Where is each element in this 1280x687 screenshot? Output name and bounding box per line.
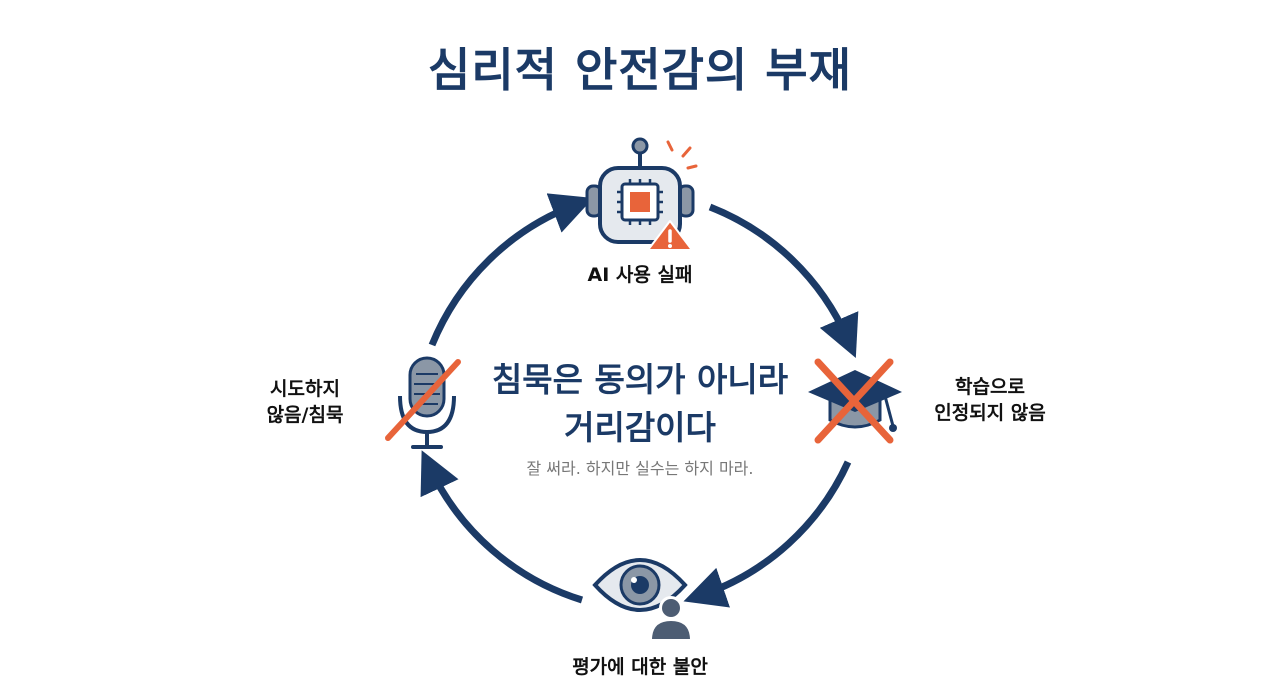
center-line2: 거리감이다 xyxy=(564,408,716,447)
node-right-line1: 학습으로 xyxy=(955,376,1025,398)
center-message: 침묵은 동의가 아니라 거리감이다 xyxy=(440,356,840,452)
eye-person-icon xyxy=(592,558,693,641)
node-left-line1: 시도하지 xyxy=(270,378,340,400)
center-line1: 침묵은 동의가 아니라 xyxy=(491,360,789,399)
node-top-label: AI 사용 실패 xyxy=(587,264,693,286)
graduation-cap-crossed-icon xyxy=(808,358,902,444)
node-right-label: 학습으로 인정되지 않음 xyxy=(915,374,1065,426)
node-right-line2: 인정되지 않음 xyxy=(934,402,1046,424)
robot-warning-icon xyxy=(585,137,698,251)
arrow-right-to-bottom xyxy=(683,460,852,608)
center-subtitle: 잘 써라. 하지만 실수는 하지 마라. xyxy=(526,459,754,478)
node-bottom-label: 평가에 대한 불안 xyxy=(572,656,708,678)
arrow-top-to-right xyxy=(708,203,859,358)
arrow-left-to-top xyxy=(428,193,594,347)
node-left-label: 시도하지 않음/침묵 xyxy=(240,376,370,428)
microphone-crossed-icon xyxy=(385,356,461,449)
arrow-bottom-to-left xyxy=(420,450,584,604)
node-left-line2: 않음/침묵 xyxy=(266,404,344,426)
page-title: 심리적 안전감의 부재 xyxy=(428,43,852,97)
